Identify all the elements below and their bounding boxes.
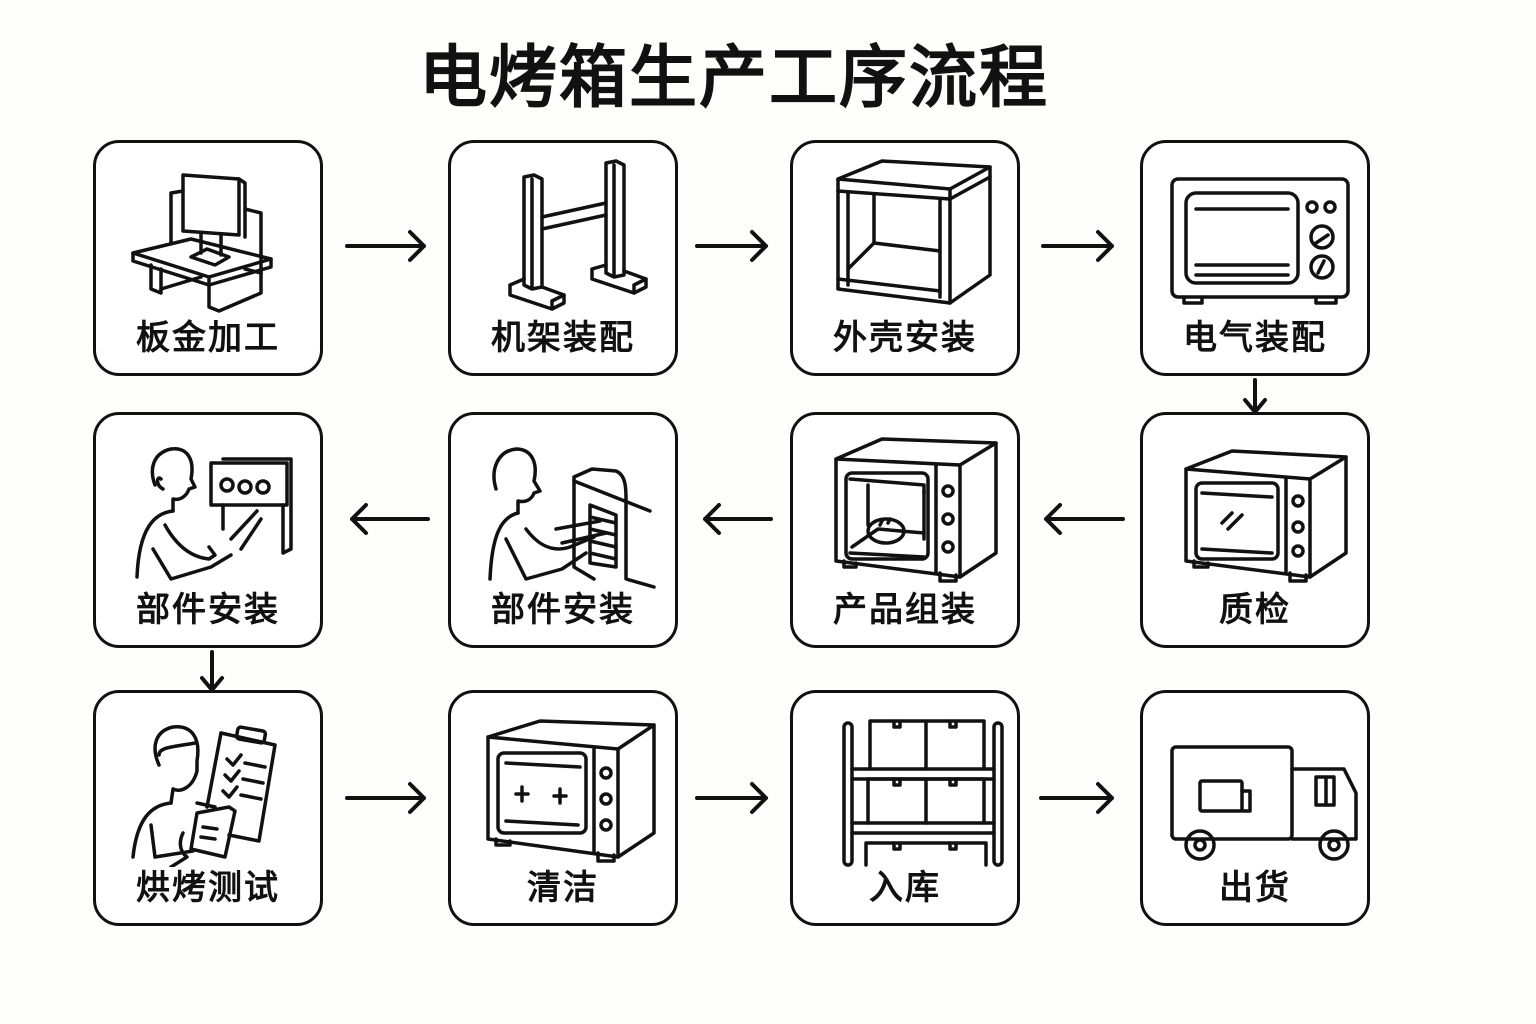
step-product-assembly: 产品组装 [790,412,1020,648]
step-label: 出货 [1219,868,1291,908]
step-component-installation-rack: 部件安装 [448,412,678,648]
step-label: 外壳安装 [833,318,977,358]
step-component-installation-panel: 部件安装 [93,412,323,648]
step-label: 部件安装 [136,590,280,630]
arrow-right-4 [345,782,426,814]
step-label: 产品组装 [833,590,977,630]
open-box-casing-icon [836,159,992,305]
step-sheet-metal-processing: 板金加工 [93,140,323,376]
step-electrical-assembly: 电气装配 [1140,140,1370,376]
step-label: 质检 [1219,590,1291,630]
step-label: 电气装配 [1183,318,1327,358]
arrow-left-1 [1044,503,1125,535]
step-label: 部件安装 [491,590,635,630]
step-warehousing: 入库 [790,690,1020,926]
step-baking-test: 烘烤测试 [93,690,323,926]
arrow-right-2 [695,230,768,262]
step-shipping: 出货 [1140,690,1370,926]
worker-oven-rack-icon [488,447,656,589]
step-label: 烘烤测试 [136,868,280,908]
clean-oven-icon [486,719,656,863]
oven-with-bread-icon [834,437,998,583]
step-quality-inspection: 质检 [1140,412,1370,648]
arrow-left-3 [350,503,430,535]
step-label: 机架装配 [491,318,635,358]
arrow-right-6 [1039,782,1114,814]
sheet-metal-machine-icon [131,173,273,313]
oven-control-panel-icon [1170,177,1350,305]
arrow-right-5 [695,782,768,814]
arrow-right-3 [1041,230,1114,262]
arrow-left-2 [703,503,773,535]
arrow-right-1 [345,230,426,262]
worker-control-panel-icon [135,447,293,581]
oven-glass-door-icon [1184,449,1348,583]
step-casing-installation: 外壳安装 [790,140,1020,376]
diagram-title: 电烤箱生产工序流程 [418,39,1049,118]
step-label: 板金加工 [136,318,280,358]
step-cleaning: 清洁 [448,690,678,926]
worker-checklist-icon [131,725,277,867]
warehouse-shelf-icon [842,719,1004,867]
step-label: 入库 [869,868,941,908]
step-frame-assembly: 机架装配 [448,140,678,376]
arrow-down-1 [1243,378,1267,414]
arrow-down-2 [200,650,224,692]
frame-stand-icon [508,159,648,311]
delivery-truck-icon [1170,745,1358,861]
step-label: 清洁 [527,868,599,908]
